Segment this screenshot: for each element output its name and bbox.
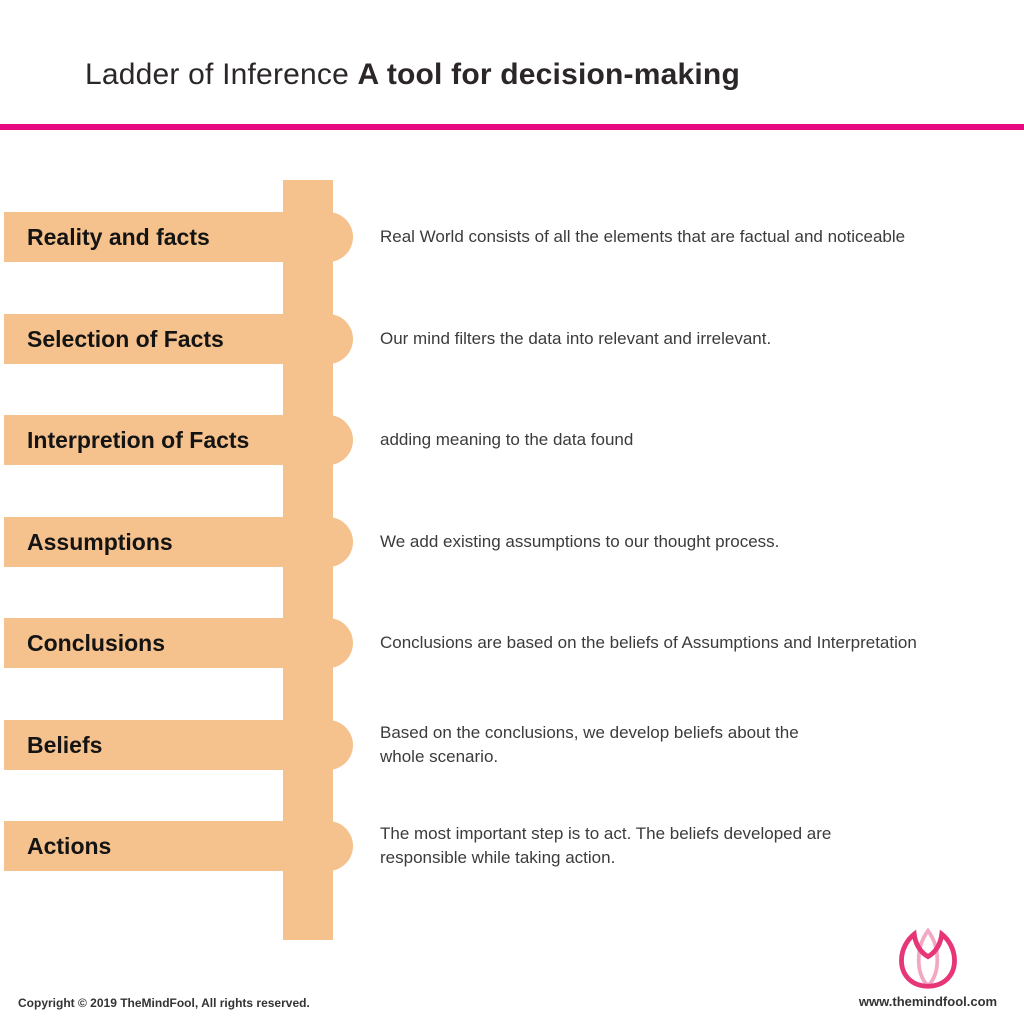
ladder-step-interpretion-of-facts: Interpretion of Facts adding meaning to … xyxy=(0,415,1024,465)
rung-description: The most important step is to act. The b… xyxy=(380,824,832,867)
ladder-step-beliefs: Beliefs Based on the conclusions, we dev… xyxy=(0,720,1024,770)
ladder-step-selection-of-facts: Selection of Facts Our mind filters the … xyxy=(0,314,1024,364)
rung-bar xyxy=(4,517,353,567)
ladder-step-conclusions: Conclusions Conclusions are based on the… xyxy=(0,618,1024,668)
rung-label: Conclusions xyxy=(27,630,166,656)
page-title: Ladder of Inference A tool for decision-… xyxy=(85,58,740,92)
rung-label: Actions xyxy=(27,833,112,859)
tulip-logo-icon xyxy=(891,928,965,990)
website-url: www.themindfool.com xyxy=(858,994,998,1009)
brand-block: www.themindfool.com xyxy=(848,928,1008,1009)
copyright-text: Copyright © 2019 TheMindFool, All rights… xyxy=(18,996,310,1010)
ladder-step-actions: Actions The most important step is to ac… xyxy=(0,821,1024,871)
rung-description: We add existing assumptions to our thoug… xyxy=(380,532,780,551)
rung-label: Reality and facts xyxy=(27,224,210,250)
rung-description: adding meaning to the data found xyxy=(380,430,634,449)
rung-bar xyxy=(4,415,353,465)
rung-bar xyxy=(4,314,353,364)
rung-description: Real World consists of all the elements … xyxy=(380,227,906,246)
rung-label: Interpretion of Facts xyxy=(27,427,250,453)
ladder-step-assumptions: Assumptions We add existing assumptions … xyxy=(0,517,1024,567)
divider-line xyxy=(0,124,1024,130)
page-title-light: Ladder of Inference xyxy=(85,58,358,91)
rung-bar xyxy=(4,821,353,871)
rung-label: Assumptions xyxy=(27,529,173,555)
rung-bar xyxy=(4,720,353,770)
rung-description: Conclusions are based on the beliefs of … xyxy=(380,633,917,652)
rung-bar xyxy=(4,212,353,262)
rung-label: Selection of Facts xyxy=(27,326,224,352)
rung-description: Based on the conclusions, we develop bel… xyxy=(380,723,799,766)
ladder-step-reality-and-facts: Reality and facts Real World consists of… xyxy=(0,212,1024,262)
rung-label: Beliefs xyxy=(27,732,103,758)
page-title-bold: A tool for decision-making xyxy=(357,58,740,91)
rung-description: Our mind filters the data into relevant … xyxy=(380,329,772,348)
rung-bar xyxy=(4,618,353,668)
